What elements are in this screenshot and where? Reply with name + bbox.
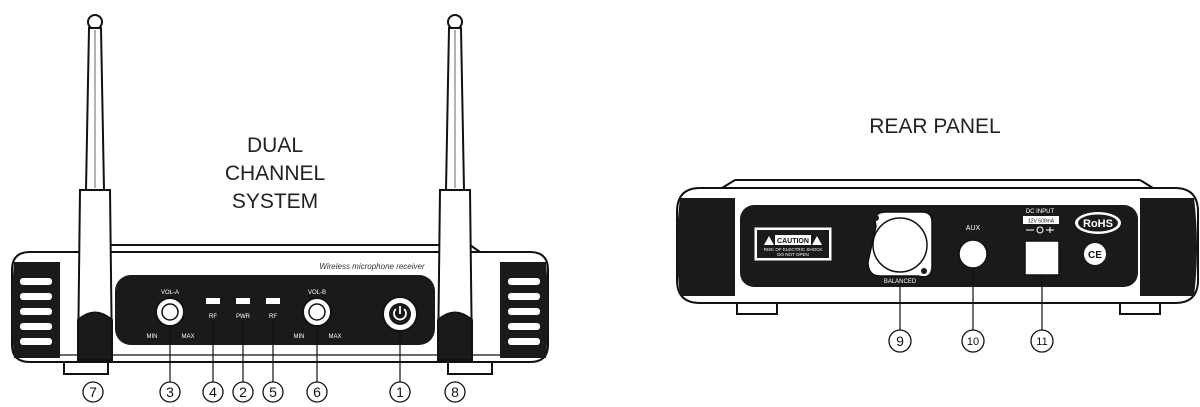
callout-7: 7 [82,381,104,403]
callout-3: 3 [159,381,181,403]
svg-text:CE: CE [1088,250,1102,261]
warning-triangle-icon [764,236,774,245]
svg-text:6: 6 [313,384,321,400]
callout-8: 8 [444,381,466,403]
svg-text:3: 3 [166,384,174,400]
aux-jack[interactable] [958,239,988,269]
svg-text:9: 9 [896,333,904,349]
pwr-label: PWR [236,314,251,320]
aux-label: AUX [966,225,981,232]
warning-triangle-icon-right [812,236,822,245]
svg-text:CAUTION: CAUTION [777,238,809,245]
callout-1: 1 [389,381,411,403]
callout-9: 9 [888,329,912,353]
left-antenna [76,14,114,361]
balanced-label: BALANCED [884,279,917,285]
receiver-label: Wireless microphone receiver [319,262,425,271]
rohs-badge: RoHS [1075,212,1121,234]
left-grip [12,262,60,358]
rear-foot-right [1119,302,1161,315]
callout-5: 5 [262,381,284,403]
caution-label: CAUTION RISK OF ELECTRIC SHOCK DO NOT OP… [754,227,832,261]
title-line-3: SYSTEM [232,190,318,213]
vol-a-min-label: MIN [147,334,158,340]
front-foot-left [63,361,109,375]
rf-led-a [206,298,220,304]
front-foot-right [447,361,493,375]
front-control-panel [115,275,435,345]
callout-2: 2 [232,381,254,403]
vol-b-label: VOL-B [308,290,326,296]
svg-text:11: 11 [1036,336,1047,348]
callout-11: 11 [1030,329,1054,353]
xlr-balanced-socket[interactable] [867,211,933,278]
svg-text:7: 7 [89,384,97,400]
rf-led-b [266,298,280,304]
rf-b-label: RF [269,314,277,320]
vol-b-max-label: MAX [328,334,341,340]
dc-input-label: DC INPUT [1026,209,1055,215]
svg-text:2: 2 [239,384,247,400]
vol-a-label: VOL-A [161,290,179,296]
rear-right-grip [1140,198,1197,296]
svg-text:5: 5 [269,384,277,400]
svg-text:8: 8 [451,384,459,400]
svg-text:4: 4 [209,384,217,400]
right-grip [500,262,548,358]
dc-spec-label: 12V 500mA [1028,219,1055,225]
rear-callouts: 9 10 11 [888,329,1054,353]
dc-polarity-icon [1026,226,1054,234]
front-callouts: 7 3 4 2 5 6 1 8 [82,381,466,403]
rear-left-grip [677,198,735,296]
svg-text:RoHS: RoHS [1083,218,1113,230]
right-antenna [436,14,474,361]
rear-foot-left [736,302,778,315]
svg-text:RISK OF ELECTRIC SHOCK: RISK OF ELECTRIC SHOCK [764,247,823,252]
rf-a-label: RF [209,314,217,320]
vol-b-min-label: MIN [294,334,305,340]
title-line-1: DUAL [247,134,303,157]
title-line-2: CHANNEL [225,162,325,185]
ce-mark: CE [1084,243,1106,265]
svg-text:10: 10 [967,336,979,348]
rear-panel-title: REAR PANEL [869,115,1001,138]
power-icon [393,308,407,321]
callout-10: 10 [961,329,985,353]
pwr-led [236,298,250,304]
svg-text:DO NOT OPEN: DO NOT OPEN [777,252,808,257]
dc-input-jack[interactable] [1024,240,1060,276]
callout-6: 6 [306,381,328,403]
vol-a-max-label: MAX [181,334,194,340]
callout-4: 4 [202,381,224,403]
svg-text:1: 1 [396,384,404,400]
